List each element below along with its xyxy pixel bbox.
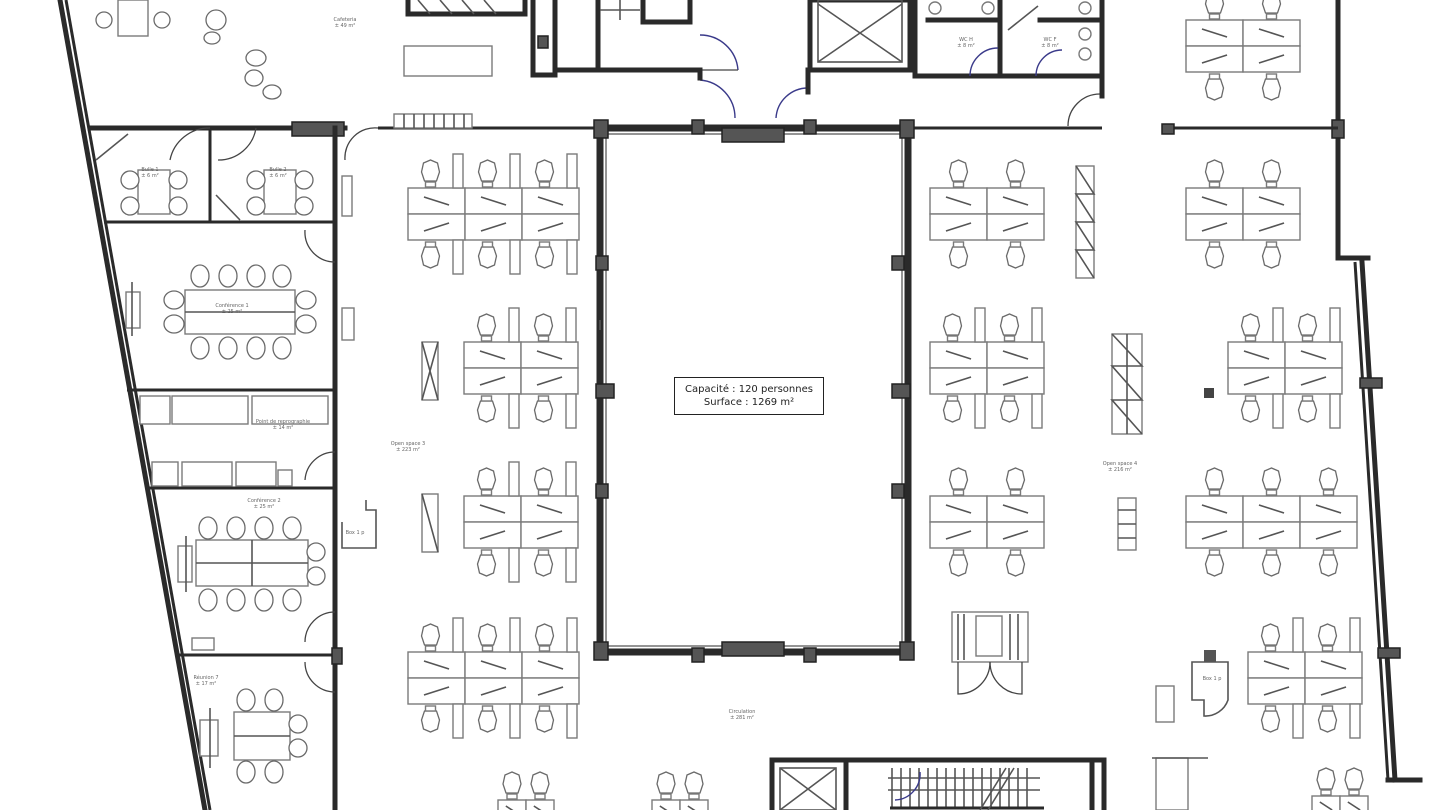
room-label-cafeteria: Cafeteria± 49 m² xyxy=(315,17,375,30)
room-area: ± 25 m² xyxy=(221,308,243,315)
room-name: Bulle 1 xyxy=(141,167,159,173)
room-name: Circulation xyxy=(728,709,756,715)
room-name: Conférence 2 xyxy=(247,498,281,504)
room-label-bulle-1: Bulle 1± 6 m² xyxy=(120,167,180,180)
misc-right xyxy=(421,165,1229,810)
bottom-core xyxy=(769,757,1107,810)
atrium xyxy=(593,119,915,663)
room-name: Conférence 1 xyxy=(215,303,249,309)
room-label-conference-2: Conférence 2± 25 m² xyxy=(234,498,294,511)
room-area: ± 6 m² xyxy=(141,172,159,179)
room-name: Point de reprographie xyxy=(255,419,311,425)
room-name: Box 1 p xyxy=(345,530,365,536)
room-label-box-2: Box 1 p xyxy=(1182,676,1242,683)
room-label-bulle-2: Bulle 2± 6 m² xyxy=(248,167,308,180)
room-area: ± 223 m² xyxy=(396,446,420,453)
room-name: Open space 3 xyxy=(390,441,426,447)
cafeteria-furniture xyxy=(95,0,282,100)
room-area: ± 25 m² xyxy=(253,503,275,510)
room-name: WC F xyxy=(1043,37,1057,43)
room-area: ± 17 m² xyxy=(195,680,217,687)
room-area: ± 6 m² xyxy=(269,172,287,179)
room-name: WC H xyxy=(959,37,973,43)
room-label-reunion-7: Réunion 7± 17 m² xyxy=(176,675,236,688)
room-label-print: Point de reprographie± 14 m² xyxy=(253,419,313,432)
room-name: Open space 4 xyxy=(1102,461,1138,467)
room-label-wc-2: WC F± 8 m² xyxy=(1020,37,1080,50)
capacity-label: Capacité : 120 personnes xyxy=(685,384,813,395)
room-label-open-space-4: Open space 4± 216 m² xyxy=(1090,461,1150,474)
surface-label: Surface : 1269 m² xyxy=(703,397,795,408)
room-area: ± 14 m² xyxy=(272,424,294,431)
room-name: Box 1 p xyxy=(1202,676,1222,682)
room-label-open-space-3: Open space 3± 223 m² xyxy=(378,441,438,454)
capacity-summary-box: Capacité : 120 personnes Surface : 1269 … xyxy=(674,377,824,415)
corridor-walls xyxy=(87,113,1338,161)
room-area: ± 216 m² xyxy=(1108,466,1132,473)
room-area: ± 8 m² xyxy=(1041,42,1059,49)
room-label-wc-1: WC H± 8 m² xyxy=(936,37,996,50)
top-core xyxy=(403,0,1105,127)
room-name: Bulle 2 xyxy=(269,167,287,173)
room-label-circulation: Circulation± 281 m² xyxy=(712,709,772,722)
workstations xyxy=(407,0,1369,810)
room-area: ± 8 m² xyxy=(957,42,975,49)
room-area: ± 49 m² xyxy=(334,22,356,29)
room-name: Cafeteria xyxy=(333,17,357,23)
room-label-box-1: Box 1 p xyxy=(325,530,385,537)
left-rooms xyxy=(95,125,377,810)
room-area: ± 281 m² xyxy=(730,714,754,721)
room-name: Réunion 7 xyxy=(193,675,219,681)
outer-walls xyxy=(57,0,1423,810)
room-label-conference-1: Conférence 1± 25 m² xyxy=(202,303,262,316)
